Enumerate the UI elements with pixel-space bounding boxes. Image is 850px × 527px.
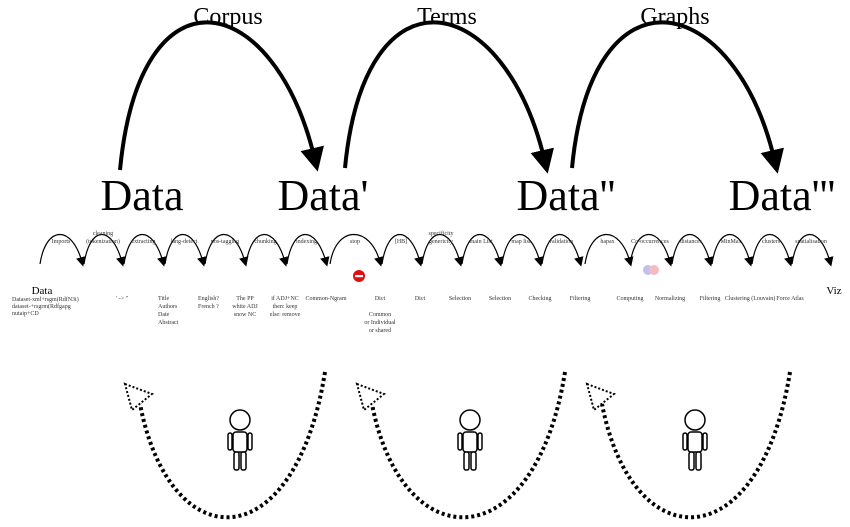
- dotted-arrowhead-icon: [585, 382, 617, 412]
- step-label: cleaning: [93, 231, 113, 237]
- data-state-3: Data''': [729, 171, 836, 220]
- step-label: extracting: [132, 239, 156, 245]
- step-output: Dict: [415, 296, 426, 302]
- start-note: nutaip+CD: [12, 311, 39, 317]
- step-output: white ADJ: [232, 304, 258, 310]
- step-label: [HB]: [395, 239, 407, 245]
- step-arc: [791, 233, 834, 267]
- step-output: or shared: [369, 328, 391, 334]
- step-output: Checking: [529, 296, 552, 302]
- step-label: pos-tagging: [211, 239, 239, 245]
- feedback-loop-arrow: [370, 371, 567, 520]
- step-output: Abstract: [158, 320, 179, 326]
- step-output: Filtering: [700, 296, 721, 302]
- feedback-loop-arrow: [600, 371, 792, 520]
- stop-sign-icon: [353, 270, 365, 282]
- step-arc: [83, 233, 126, 267]
- big-arc-corpus: [118, 20, 324, 172]
- data-state-2: Data'': [517, 171, 616, 220]
- step-label: stop: [350, 239, 360, 245]
- step-arc: [421, 233, 464, 267]
- step-label: Co-occurrences: [631, 239, 669, 245]
- step-label: indexing: [296, 239, 317, 245]
- step-output: Selection: [489, 296, 511, 302]
- step-label: main List: [470, 239, 493, 245]
- step-output: then: keep: [273, 304, 298, 310]
- step-label: hapax: [600, 239, 614, 245]
- step-output: Common: [369, 312, 391, 318]
- step-output: Date: [158, 312, 170, 318]
- step-output: Dict: [375, 296, 386, 302]
- step-label: genericity: [429, 239, 453, 245]
- step-label: validation: [549, 239, 573, 245]
- step-arc: [204, 234, 249, 267]
- step-label: specificity: [429, 230, 454, 237]
- step-label: Imports: [52, 239, 71, 245]
- step-output: if ADJ+NC: [271, 295, 299, 302]
- step-arc: [501, 233, 544, 267]
- step-output: Filtering: [570, 296, 591, 302]
- step-output: Authors: [158, 304, 178, 310]
- step-arc: [286, 234, 330, 267]
- dotted-arrowhead-icon: [123, 382, 155, 412]
- step-output: English?: [198, 296, 219, 302]
- big-arc-terms: [343, 20, 554, 174]
- stage-label-terms: Terms: [417, 4, 477, 30]
- step-output: Title: [158, 296, 169, 302]
- step-output: The PP: [236, 296, 254, 302]
- step-arc: [671, 233, 714, 267]
- step-arc: [381, 233, 424, 267]
- step-arc: [541, 233, 584, 267]
- step-output: Common-Ngram: [306, 296, 347, 302]
- step-label: map list: [511, 239, 530, 245]
- step-label: lang-detect: [171, 239, 198, 245]
- step-arc: [123, 234, 167, 267]
- cooccurrence-venn-icon: [643, 265, 659, 275]
- step-arc: [164, 233, 207, 267]
- step-arc: [751, 233, 794, 267]
- person-icon: [227, 409, 253, 471]
- feedback-loop-arrow: [138, 371, 327, 520]
- step-label: clusters: [762, 239, 781, 245]
- step-output: Force Atlas: [776, 296, 804, 302]
- step-output: Normalizing: [655, 296, 685, 302]
- big-arc-graphs: [570, 20, 784, 174]
- step-output: ' -> '': [116, 296, 128, 302]
- step-arc: [629, 234, 674, 267]
- step-arc: [245, 234, 289, 267]
- dotted-arrowhead-icon: [355, 382, 387, 412]
- step-arc: [584, 234, 634, 267]
- step-arc: [39, 234, 86, 267]
- data-state-1: Data': [278, 171, 369, 220]
- step-arc: [711, 233, 754, 267]
- viz-label: Viz: [826, 285, 841, 297]
- start-note: Dataset-xml+rsgm(RdfN3t): [12, 296, 79, 303]
- step-output: snow NC: [234, 312, 257, 318]
- step-output: Selection: [449, 296, 471, 302]
- data-state-0: Data: [100, 171, 183, 220]
- stage-label-graphs: Graphs: [640, 4, 709, 30]
- start-data-label: Data: [32, 285, 53, 297]
- step-label: chunking: [254, 239, 276, 245]
- step-output: else: remove: [270, 312, 301, 318]
- step-label: MinMax: [721, 239, 742, 245]
- person-icon: [682, 409, 708, 471]
- start-note: dataset-+rsgrm(Rdfgapg: [12, 303, 71, 310]
- step-label: (tokenization): [86, 238, 120, 245]
- stage-label-corpus: Corpus: [193, 4, 262, 30]
- step-label: distances: [680, 239, 703, 245]
- step-output: Clustering (Louvain): [725, 295, 776, 302]
- step-label: spatialisation: [795, 239, 827, 245]
- person-icon: [457, 409, 483, 471]
- step-arc: [461, 233, 504, 267]
- step-output: Computing: [616, 296, 643, 302]
- step-output: or Individual: [364, 320, 395, 326]
- step-output: French ?: [198, 304, 219, 310]
- step-arc: [329, 234, 384, 267]
